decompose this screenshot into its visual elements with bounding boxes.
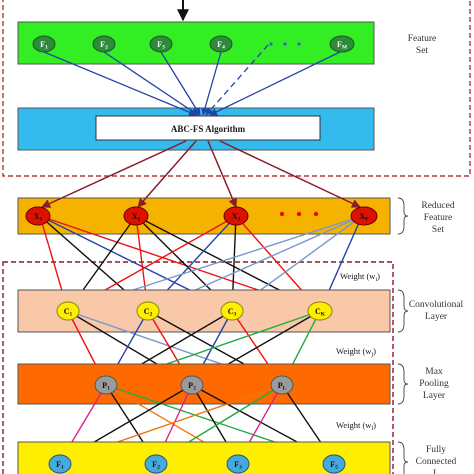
conv-node-k: CK	[307, 301, 333, 321]
reduced-node-f: XF	[350, 206, 378, 226]
pool-label-2: Pooling	[419, 379, 449, 389]
reduced-node-2: X2	[123, 206, 149, 226]
feature-ellipsis	[269, 42, 301, 46]
svg-text:F1: F1	[40, 40, 48, 51]
conv-node-3: C3	[220, 301, 244, 321]
svg-text:P2: P2	[188, 381, 196, 392]
pool-label-3: Layer	[423, 391, 446, 401]
svg-text:C3: C3	[228, 307, 237, 318]
algorithm-box	[95, 115, 321, 141]
feature-set-label-1: Feature	[408, 34, 437, 44]
feature-node-1: F1	[32, 35, 56, 53]
conv-label-1: Convolutional	[409, 300, 464, 310]
svg-text:FM: FM	[337, 40, 348, 51]
svg-text:C2: C2	[144, 307, 153, 318]
svg-text:F3: F3	[157, 40, 165, 51]
fc-node-3: F3	[226, 454, 250, 474]
pool-node-l: PL	[270, 375, 294, 395]
fc-node-2: F2	[144, 454, 168, 474]
algorithm-label: ABC-FS Algorithm	[171, 124, 246, 134]
svg-text:F3: F3	[234, 460, 242, 471]
feature-node-3: F3	[149, 35, 173, 53]
svg-text:X1: X1	[34, 212, 43, 223]
fc-node-1: F1	[48, 454, 72, 474]
cnn-frame	[2, 261, 394, 474]
feature-to-algo-edges	[43, 44, 341, 116]
feature-node-2: F2	[92, 35, 116, 53]
fc-nodes: F1 F2 F3 F5	[48, 454, 346, 474]
svg-text:F2: F2	[152, 460, 160, 471]
fc-label-2: Connected	[416, 457, 457, 467]
svg-text:XF: XF	[359, 212, 369, 223]
reduced-label-2: Feature	[424, 213, 453, 223]
fc-brace	[397, 441, 409, 474]
svg-text:PL: PL	[278, 381, 287, 392]
feature-nodes: F1 F2 F3 F4 FM	[32, 35, 355, 53]
reduced-node-3: X3	[223, 206, 249, 226]
svg-text:X3: X3	[232, 212, 241, 223]
pool-label-1: Max	[425, 367, 443, 377]
conv-node-1: C1	[56, 301, 80, 321]
pool-band	[17, 363, 391, 405]
reduced-label-3: Set	[432, 225, 445, 235]
feature-selection-frame	[2, 0, 471, 177]
pool-node-1: P1	[94, 375, 118, 395]
reduced-brace	[397, 197, 409, 235]
feature-node-4: F4	[209, 35, 233, 53]
fc-label-3: L	[433, 469, 439, 474]
weight-wl-label: Weight (wl)	[336, 420, 376, 432]
conv-node-2: C2	[136, 301, 160, 321]
svg-text:C1: C1	[64, 307, 73, 318]
fc-label-1: Fully	[426, 445, 446, 455]
svg-text:F4: F4	[217, 40, 225, 51]
feature-set-band	[17, 21, 375, 65]
reduced-label-1: Reduced	[421, 201, 454, 211]
conv-nodes: C1 C2 C3 CK	[56, 301, 333, 321]
reduced-feature-band	[17, 197, 391, 235]
reduced-node-1: X1	[25, 206, 51, 226]
conv-brace	[397, 289, 409, 333]
reduced-nodes: X1 X2 X3 XF	[25, 206, 378, 226]
feature-set-label-2: Set	[416, 46, 429, 56]
svg-text:F2: F2	[100, 40, 108, 51]
svg-text:X2: X2	[132, 212, 141, 223]
fc-node-s: F5	[322, 454, 346, 474]
svg-text:CK: CK	[315, 307, 326, 318]
svg-text:P1: P1	[102, 381, 110, 392]
pool-nodes: P1 P2 PL	[94, 375, 294, 395]
pool-node-2: P2	[180, 375, 204, 395]
svg-text:F1: F1	[56, 460, 64, 471]
reduced-ellipsis	[279, 211, 319, 217]
svg-text:F5: F5	[330, 460, 338, 471]
weight-wj-label: Weight (wj)	[336, 346, 376, 358]
conv-label-2: Layer	[425, 312, 448, 322]
algo-to-reduced-edges	[41, 140, 361, 208]
pool-brace	[397, 363, 409, 405]
weight-wi-label: Weight (wi)	[340, 271, 380, 283]
feature-node-m: FM	[329, 35, 355, 53]
